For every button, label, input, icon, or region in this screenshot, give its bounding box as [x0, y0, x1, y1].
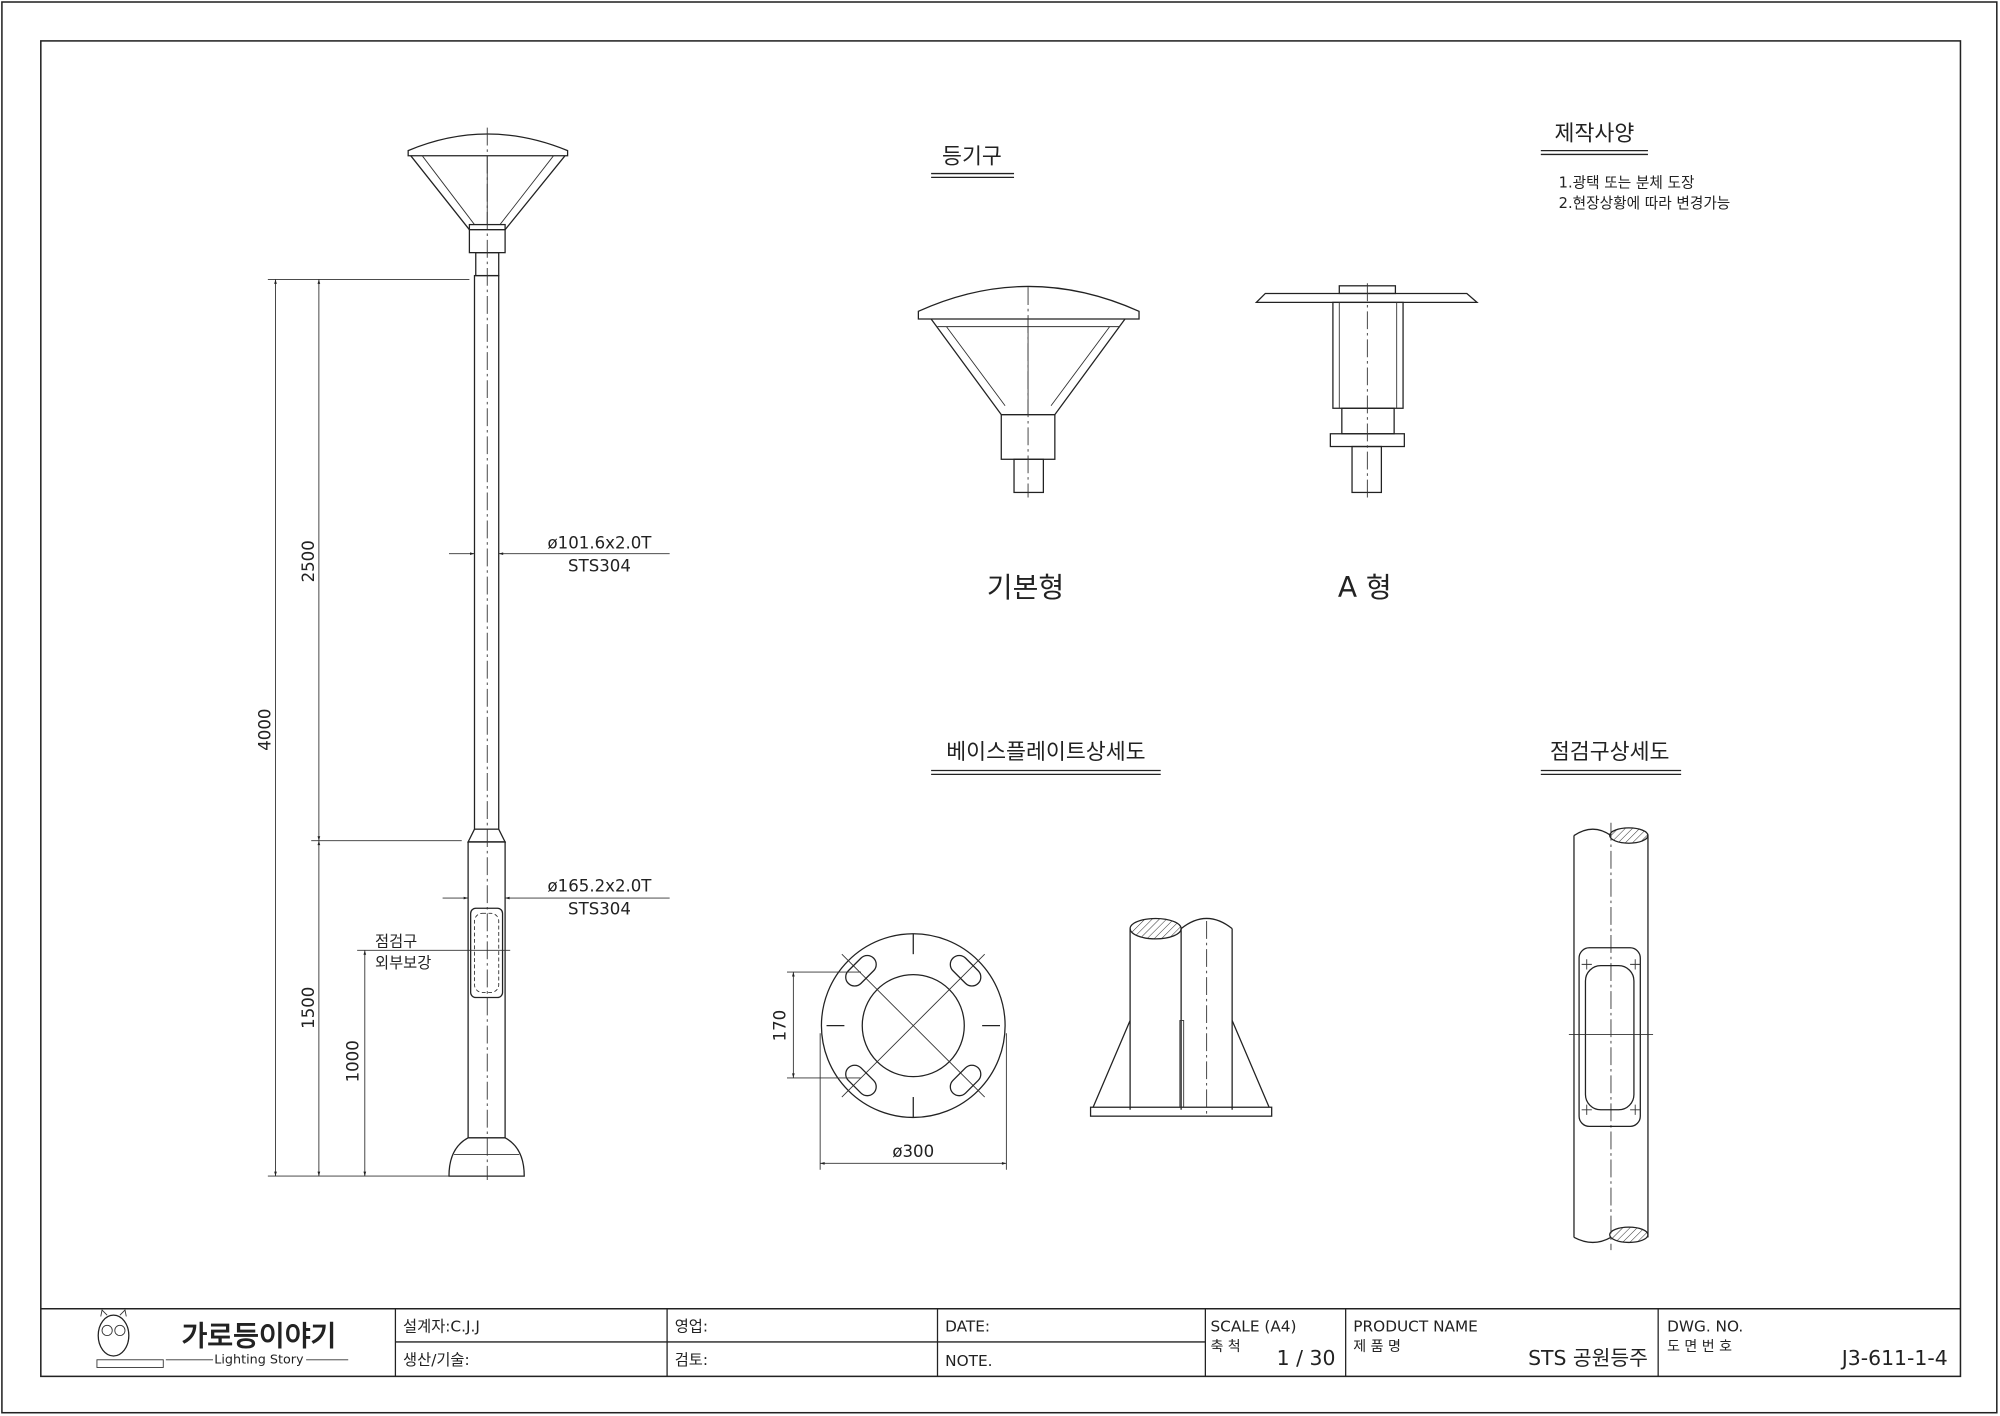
- scale-value: 1 / 30: [1277, 1346, 1336, 1370]
- door-reinforce-label: 외부보강: [375, 954, 431, 972]
- dim-upper: 2500: [299, 540, 318, 582]
- dwg-label-kr: 도 면 번 호: [1667, 1339, 1732, 1355]
- inner-border: [40, 40, 1962, 1378]
- luminaire-heading: 등기구: [942, 144, 1002, 169]
- logo-title: 가로등이야기: [182, 1320, 337, 1353]
- upper-pipe-material: STS304: [568, 557, 631, 576]
- owl-logo-icon: [96, 1309, 164, 1368]
- luminaire-basic-label: 기본형: [987, 571, 1064, 604]
- base-plate-heading: 베이스플레이트상세도: [946, 740, 1145, 765]
- access-door-heading: 점검구상세도: [1550, 740, 1670, 765]
- base-plate-plan: [786, 933, 1007, 1170]
- luminaire-a-label: A 형: [1338, 571, 1392, 604]
- logo-subtitle: Lighting Story: [214, 1353, 304, 1368]
- door-label: 점검구: [375, 933, 417, 951]
- dim-diameter: ø300: [892, 1142, 934, 1161]
- dwg-label: DWG. NO.: [1667, 1318, 1743, 1336]
- scale-label: SCALE (A4): [1210, 1318, 1296, 1336]
- review: 검토:: [675, 1351, 708, 1369]
- lower-pipe-material: STS304: [568, 900, 631, 919]
- sales: 영업:: [675, 1318, 708, 1336]
- upper-pipe-spec: ø101.6x2.0T: [548, 534, 653, 553]
- product-name: STS 공원등주: [1528, 1346, 1648, 1370]
- product-label: PRODUCT NAME: [1353, 1318, 1478, 1336]
- specs-heading: 제작사양: [1555, 121, 1635, 146]
- designer: 설계자:C.J.J: [403, 1318, 480, 1336]
- date: DATE:: [945, 1318, 990, 1336]
- dim-total: 4000: [255, 709, 274, 751]
- base-plate-side: [1089, 917, 1273, 1117]
- spec-note: 1.광택 또는 분체 도장: [1559, 175, 1695, 192]
- scale-label-kr: 축 척: [1210, 1339, 1240, 1355]
- dwg-number: J3-611-1-4: [1840, 1346, 1948, 1370]
- production: 생산/기술:: [403, 1351, 470, 1369]
- access-door: [470, 907, 504, 999]
- note: NOTE.: [945, 1352, 992, 1370]
- dim-pitch: 170: [771, 1010, 790, 1042]
- dim-lower: 1500: [299, 987, 318, 1029]
- title-block: 가로등이야기 Lighting Story 설계자:C.J.J 생산/기술: 영…: [40, 1308, 1961, 1377]
- luminaire-basic-drawing: [917, 285, 1140, 498]
- product-label-kr: 제 품 명: [1353, 1339, 1401, 1355]
- access-door-detail: [1568, 822, 1654, 1251]
- luminaire-a-type-drawing: [1254, 283, 1479, 498]
- lower-pipe-spec: ø165.2x2.0T: [548, 877, 653, 896]
- pole-elevation: [407, 127, 569, 1180]
- spec-note: 2.현장상황에 따라 변경가능: [1559, 195, 1731, 212]
- pole-dimensions: 2500 4000 1500 1000 ø101.6x2.0T STS304 ø…: [255, 278, 670, 1177]
- dim-door: 1000: [343, 1040, 362, 1082]
